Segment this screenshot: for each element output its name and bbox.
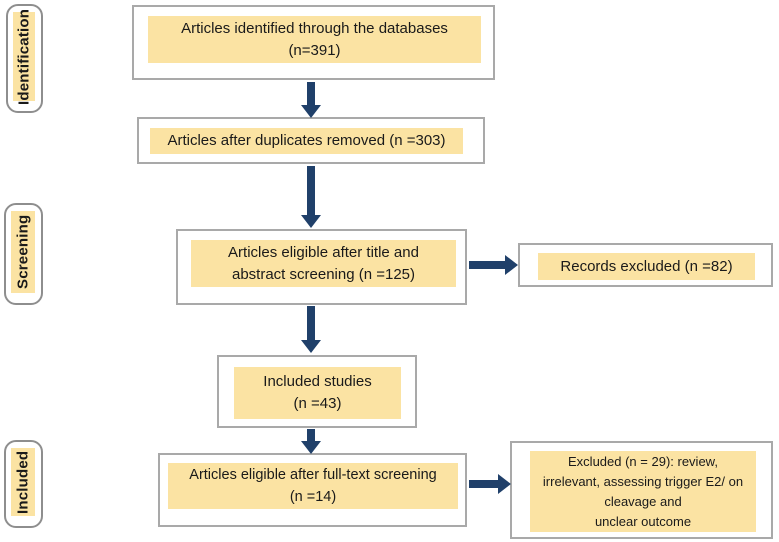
stage-included-label: Included (11, 448, 35, 516)
arrow-head-down-icon (301, 105, 321, 118)
arrow-line (307, 166, 315, 216)
stage-identification: Identification (6, 4, 43, 113)
box-text-line: Included studies (263, 373, 372, 390)
box-text-line: abstract screening (n =125) (231, 265, 416, 283)
box-text-line: Articles eligible after full-text screen… (189, 467, 437, 483)
arrow-line (307, 429, 315, 442)
stage-identification-label: Identification (13, 8, 35, 105)
box-highlight: Records excluded (n =82) (538, 253, 755, 280)
box-highlight: Articles eligible after title and abstra… (191, 240, 456, 287)
box-text-line: Articles after duplicates removed (n =30… (167, 132, 446, 149)
arrow-line (469, 480, 499, 488)
box-included-studies: Included studies (n =43) (217, 355, 417, 428)
box-text-line: (n =43) (293, 395, 342, 412)
arrow-head-down-icon (301, 441, 321, 454)
box-full-text-screening: Articles eligible after full-text screen… (158, 453, 467, 527)
arrow-head-right-icon (505, 255, 518, 275)
box-text-line: unclear outcome (594, 513, 692, 529)
box-text-line: Records excluded (n =82) (560, 257, 733, 275)
stage-screening: Screening (4, 203, 43, 305)
box-text-line: Articles identified through the database… (181, 19, 448, 37)
box-duplicates-removed: Articles after duplicates removed (n =30… (137, 117, 485, 164)
stage-included: Included (4, 440, 43, 528)
arrow-head-down-icon (301, 340, 321, 353)
arrow-line (307, 82, 315, 106)
box-text-line: Excluded (n = 29): review, (568, 453, 718, 469)
box-text-line: irrelevant, assessing trigger E2/ on (542, 473, 744, 489)
box-text-line: (n=391) (288, 41, 341, 59)
box-highlight: Articles identified through the database… (148, 16, 481, 63)
arrow-head-right-icon (498, 474, 511, 494)
arrow-line (307, 306, 315, 341)
box-full-text-excluded: Excluded (n = 29): review, irrelevant, a… (510, 441, 773, 539)
box-highlight: Articles eligible after full-text screen… (168, 463, 458, 509)
box-highlight: Excluded (n = 29): review, irrelevant, a… (530, 451, 756, 532)
box-articles-identified: Articles identified through the database… (132, 5, 495, 80)
box-title-abstract-screening: Articles eligible after title and abstra… (176, 229, 467, 305)
box-text-line: cleavage and (604, 493, 682, 509)
box-text-line: (n =14) (289, 489, 337, 505)
box-highlight: Articles after duplicates removed (n =30… (150, 128, 463, 154)
box-text-line: Articles eligible after title and (228, 243, 419, 261)
box-records-excluded: Records excluded (n =82) (518, 243, 773, 287)
stage-screening-label: Screening (11, 211, 35, 293)
arrow-head-down-icon (301, 215, 321, 228)
arrow-line (469, 261, 506, 269)
box-highlight: Included studies (n =43) (234, 367, 401, 419)
